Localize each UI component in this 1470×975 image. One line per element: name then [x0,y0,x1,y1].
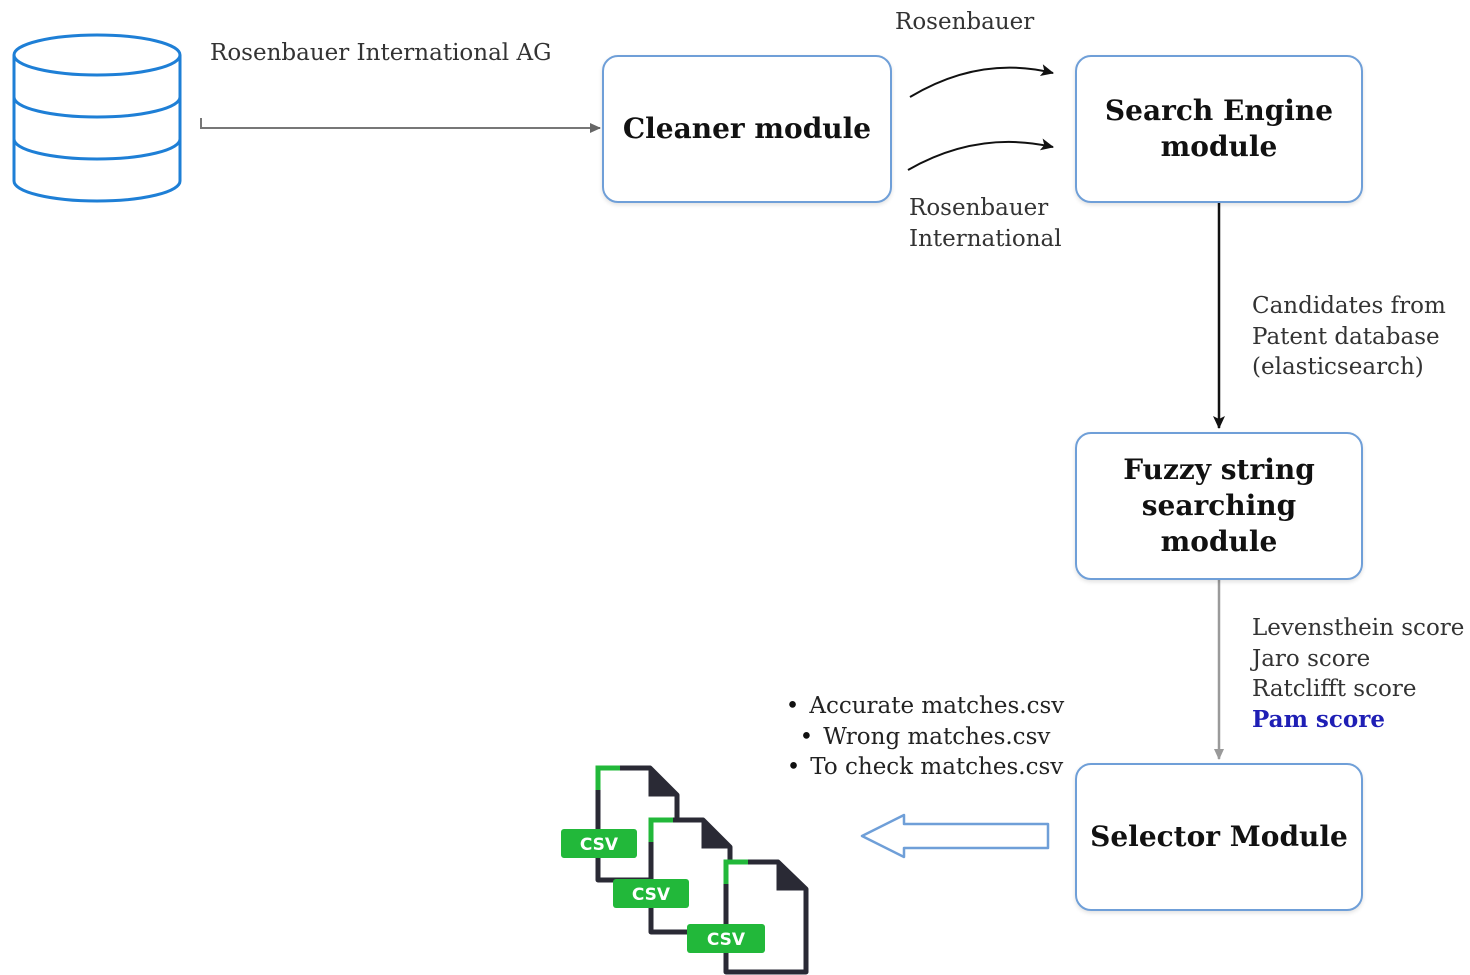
pam-score-item: Pam score [1252,705,1385,733]
output-file-item: To check matches.csv [780,752,1070,783]
csv-file-icon: CSV [687,859,809,975]
candidates-label: Candidates from Patent database (elastic… [1252,293,1446,380]
arrow-variant-top [909,64,1054,98]
input-label: Rosenbauer International AG [210,40,552,66]
output-file-item: Accurate matches.csv [780,691,1070,722]
scores-label: Levensthein score Jaro score Ratclifft s… [1252,613,1464,735]
score-item: Jaro score [1252,645,1371,672]
csv-file-icon: CSV [613,817,733,935]
variant-top-label: Rosenbauer [895,9,1035,35]
arrow-output [860,813,1050,859]
search-engine-module-node: Search Engine module [1075,55,1363,203]
cleaner-module-node: Cleaner module [602,55,892,203]
output-file-item: Wrong matches.csv [780,722,1070,753]
score-item: Ratclifft score [1252,676,1417,702]
fuzzy-string-searching-module-node: Fuzzy string searching module [1075,432,1363,580]
arrow-variant-bottom [907,138,1054,171]
csv-badge-label: CSV [580,835,619,855]
score-item: Levensthein score [1252,615,1465,641]
database-icon [12,33,182,203]
arrow-input [200,118,601,133]
csv-badge-label: CSV [707,930,746,950]
variant-bottom-label: Rosenbauer International [909,195,1062,252]
output-files-list: Accurate matches.csv Wrong matches.csv T… [780,691,1070,783]
csv-badge-label: CSV [632,885,671,905]
selector-module-node: Selector Module [1075,763,1363,911]
